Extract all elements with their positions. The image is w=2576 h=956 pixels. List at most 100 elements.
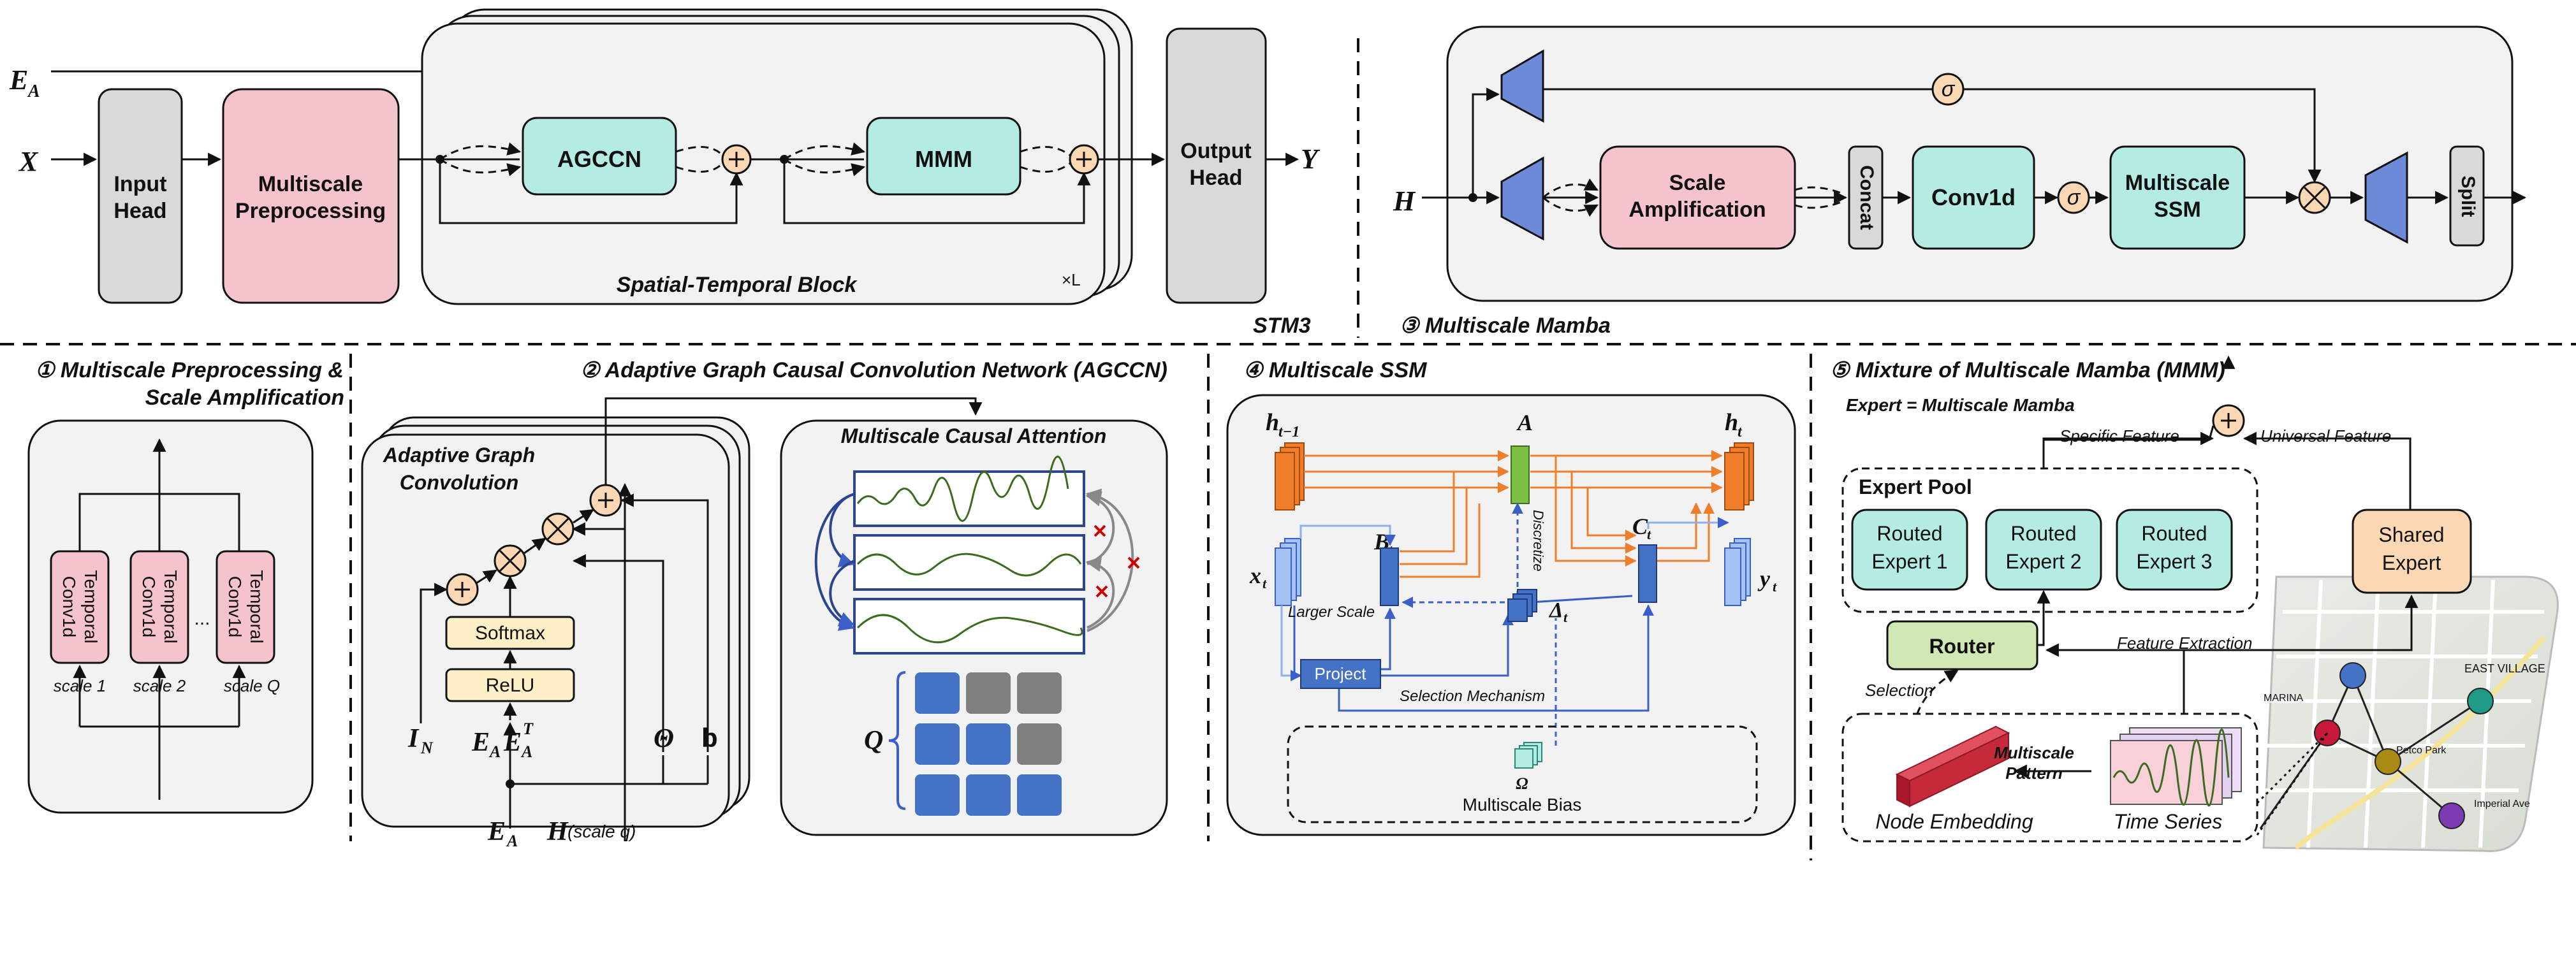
h-prev-stack bbox=[1275, 442, 1305, 511]
agccn-label: AGCCN bbox=[557, 146, 641, 172]
scale-1: scale 1 bbox=[54, 676, 106, 695]
map-label-east-village: EAST VILLAGE bbox=[2464, 662, 2545, 675]
re2-line1: Routed bbox=[2010, 522, 2076, 545]
shared-line2: Expert bbox=[2382, 551, 2441, 574]
multiscale-bias-region bbox=[1287, 725, 1758, 823]
output-head-label-2: Head bbox=[1189, 166, 1242, 190]
tcq-line1: Temporal bbox=[247, 570, 267, 643]
agccn-box bbox=[522, 117, 677, 196]
mca-label: Multiscale Causal Attention bbox=[841, 424, 1107, 447]
re1-line2: Expert 1 bbox=[1871, 550, 1947, 573]
ct-block bbox=[1638, 544, 1657, 603]
h-t-stack bbox=[1724, 442, 1754, 511]
scale-amp-label-1: Scale bbox=[1669, 171, 1726, 195]
linear-proj-bottom bbox=[1500, 156, 1544, 241]
mmm-box bbox=[866, 117, 1021, 196]
eat-e1: E bbox=[471, 728, 490, 757]
p2-title: ② Adaptive Graph Causal Convolution Netw… bbox=[580, 358, 1167, 382]
xt-stack bbox=[1275, 538, 1301, 606]
discretize-label: Discretize bbox=[1530, 510, 1546, 572]
h-bottom: H bbox=[546, 817, 569, 846]
larger-scale-label: Larger Scale bbox=[1288, 604, 1375, 621]
yt-stack bbox=[1724, 538, 1751, 606]
softmax-box bbox=[445, 616, 575, 650]
tc2-line1: Temporal bbox=[161, 570, 180, 643]
delta-label: Δ bbox=[1548, 598, 1563, 622]
routed-expert-2 bbox=[1985, 509, 2102, 591]
feature-extraction-label: Feature Extraction bbox=[2117, 634, 2252, 653]
eat-e2: E bbox=[503, 728, 522, 757]
graph-node-teal bbox=[2467, 688, 2494, 714]
ea-bottom: E bbox=[487, 817, 506, 846]
node-embedding-block bbox=[1895, 725, 2010, 808]
delta-sub: t bbox=[1563, 609, 1568, 625]
p5-title: ⑤ Mixture of Multiscale Mamba (MMM) bbox=[1830, 358, 2225, 382]
re2-line2: Expert 2 bbox=[2005, 550, 2081, 573]
project-label: Project bbox=[1315, 664, 1367, 683]
ct-sub: t bbox=[1647, 526, 1651, 542]
panel-agccn: ② Adaptive Graph Causal Convolution Netw… bbox=[361, 358, 1168, 850]
conv1d-label: Conv1d bbox=[1931, 184, 2016, 210]
sigma-top-label: σ bbox=[1942, 77, 1956, 101]
linear-proj-top bbox=[1500, 49, 1544, 123]
xt-sub: t bbox=[1262, 576, 1267, 591]
pattern-line1: Multiscale bbox=[1994, 743, 2074, 762]
panel-mmm: ⑤ Mixture of Multiscale Mamba (MMM) Expe… bbox=[1830, 355, 2559, 852]
input-head-label-2: Head bbox=[113, 199, 166, 223]
project-box bbox=[1300, 659, 1381, 689]
selection-label: Selection bbox=[1865, 681, 1933, 700]
q-matrix bbox=[915, 672, 1062, 816]
spatial-temporal-block bbox=[421, 22, 1106, 305]
b-label: b bbox=[701, 723, 718, 753]
svg-text:Conv1d: Conv1d bbox=[59, 576, 79, 638]
map-label-imperial: Imperial Ave bbox=[2474, 799, 2530, 809]
split-label: Split bbox=[2457, 176, 2478, 217]
graph-node-blue bbox=[2339, 662, 2366, 689]
mamba-title: ③ Multiscale Mamba bbox=[1400, 314, 1611, 338]
scale-2: scale 2 bbox=[133, 676, 186, 695]
input-head-box bbox=[98, 88, 183, 304]
scale-amp-label-2: Amplification bbox=[1628, 198, 1766, 222]
relu-label: ReLU bbox=[486, 675, 535, 696]
routed-expert-3 bbox=[2116, 509, 2233, 591]
input-head-label-1: Input bbox=[113, 172, 166, 196]
map-label-marina: MARINA bbox=[2264, 693, 2304, 704]
mssm-label-1: Multiscale bbox=[2125, 171, 2230, 195]
xl-label: ×L bbox=[1062, 270, 1081, 289]
temporal-conv1d-q bbox=[216, 550, 275, 664]
re3-line2: Expert 3 bbox=[2136, 550, 2212, 573]
specific-feature-label: Specific Feature bbox=[2060, 426, 2179, 445]
p4-title: ④ Multiscale SSM bbox=[1243, 358, 1427, 382]
selection-mech-label: Selection Mechanism bbox=[1400, 688, 1545, 705]
tc1-line1: Temporal bbox=[81, 570, 101, 643]
q-label: Q bbox=[864, 726, 883, 755]
eat-a2: A bbox=[520, 742, 532, 761]
shared-expert bbox=[2352, 509, 2472, 594]
routed-expert-1 bbox=[1851, 509, 1968, 591]
scale-q: scale Q bbox=[224, 676, 280, 695]
bias-label: Multiscale Bias bbox=[1463, 795, 1582, 815]
ct-label: C bbox=[1632, 514, 1648, 539]
xt-label: x bbox=[1249, 563, 1261, 588]
in-label: I bbox=[407, 724, 420, 753]
output-head-label-1: Output bbox=[1180, 139, 1251, 163]
agc-label-1: Adaptive Graph bbox=[383, 444, 535, 467]
stm3-overview: E A X Input Head Multiscale Preprocessin… bbox=[9, 8, 1321, 338]
bt-block bbox=[1380, 547, 1399, 606]
a-block bbox=[1511, 445, 1530, 504]
graph-node-purple bbox=[2438, 802, 2465, 829]
x-label: X bbox=[18, 146, 39, 177]
shared-line1: Shared bbox=[2378, 523, 2444, 546]
hprev-label: h bbox=[1266, 409, 1279, 436]
theta-label: Θ bbox=[654, 724, 674, 753]
y-label: Y bbox=[1301, 143, 1321, 175]
universal-feature-label: Universal Feature bbox=[2260, 426, 2391, 445]
panel-separators bbox=[0, 38, 2576, 860]
h-label: H bbox=[1393, 185, 1416, 217]
graph-node-olive bbox=[2375, 748, 2401, 775]
yt-label: y bbox=[1757, 566, 1771, 591]
split-box bbox=[2449, 145, 2485, 247]
router-label: Router bbox=[1929, 635, 1994, 658]
time-series-stack bbox=[2110, 727, 2242, 807]
